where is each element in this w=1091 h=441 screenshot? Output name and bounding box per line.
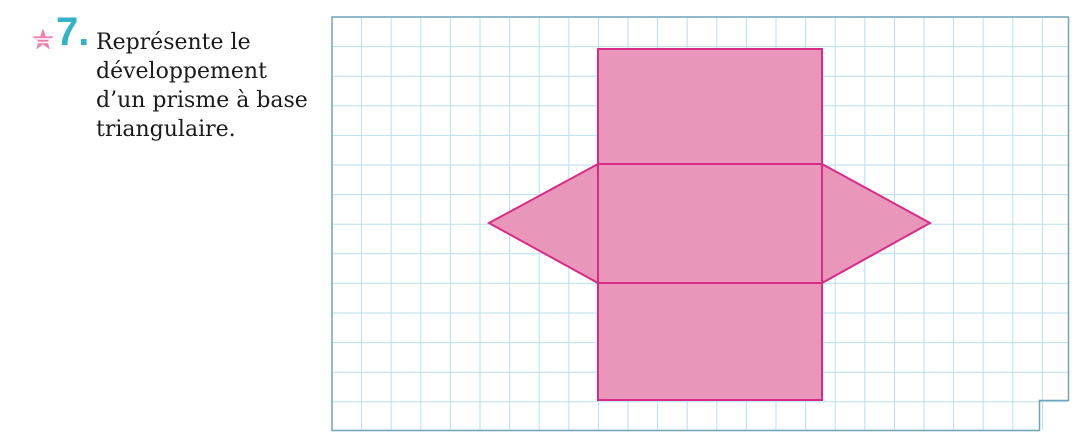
grid-figure — [331, 16, 1070, 432]
star-icon — [30, 26, 56, 52]
net-face-middle — [597, 163, 823, 284]
grid-border — [331, 16, 1070, 432]
net-face-bottom — [597, 282, 823, 401]
net-triangle-left — [486, 162, 599, 285]
exercise-instruction: Représente le développement d’un prisme … — [96, 30, 308, 142]
exercise-number: 7. — [56, 10, 90, 54]
net-triangle-right — [821, 162, 933, 285]
net-face-top — [597, 48, 823, 165]
prism-net — [486, 48, 933, 401]
